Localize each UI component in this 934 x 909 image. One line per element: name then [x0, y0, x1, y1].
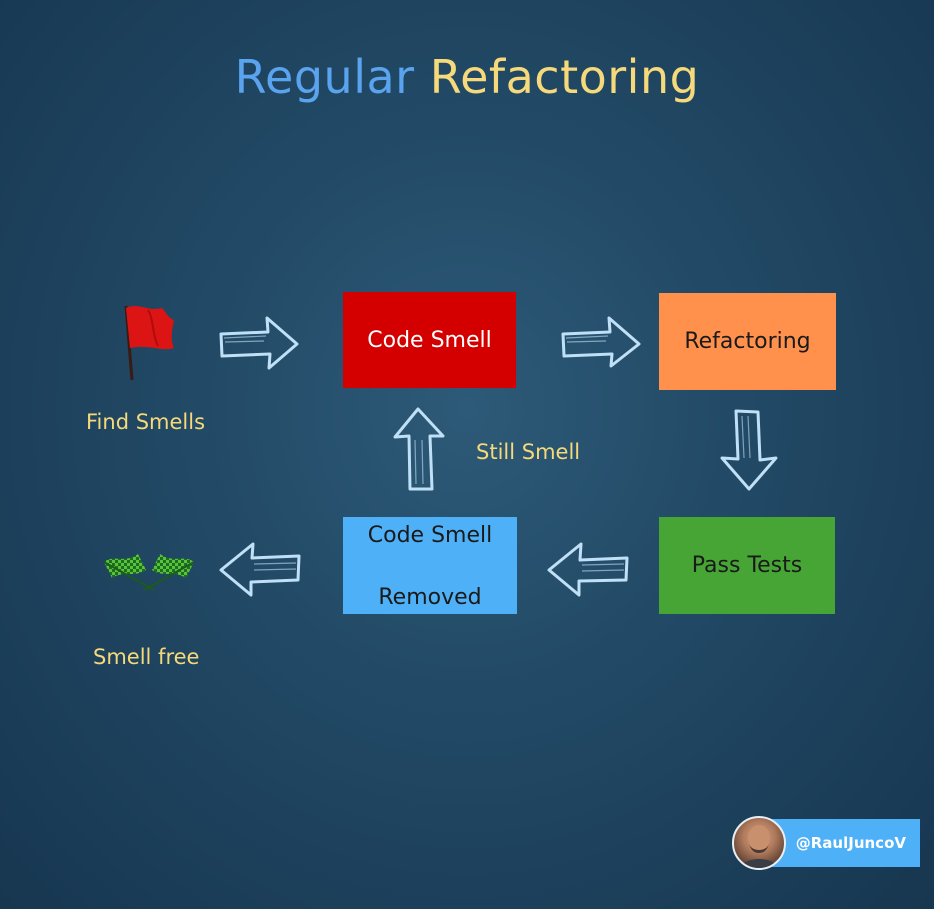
arrow-down-icon — [718, 408, 780, 492]
arrow-right-icon — [218, 314, 300, 372]
arrow-right-icon — [560, 314, 642, 370]
avatar-photo — [734, 818, 784, 868]
removed-line1-text: Code Smell — [368, 523, 492, 548]
smell-free-label: Smell free — [93, 645, 199, 669]
refactoring-box: Refactoring — [659, 293, 836, 390]
removed-line2-text: Removed — [378, 585, 481, 610]
avatar — [732, 816, 786, 870]
checkered-flags-icon — [100, 548, 198, 594]
arrow-up-icon — [392, 406, 446, 492]
handle-text: @RaulJuncoV — [796, 834, 906, 852]
page-title: Regular Refactoring — [0, 50, 934, 104]
arrow-left-icon — [218, 540, 302, 598]
still-smell-label: Still Smell — [476, 440, 580, 464]
find-smells-label: Find Smells — [86, 410, 205, 434]
pass-tests-text: Pass Tests — [692, 553, 802, 578]
refactoring-text: Refactoring — [684, 329, 810, 354]
code-smell-text: Code Smell — [367, 328, 491, 353]
arrow-left-icon — [546, 540, 630, 598]
code-smell-box: Code Smell — [343, 292, 516, 388]
pass-tests-box: Pass Tests — [659, 517, 835, 614]
code-smell-removed-box: Code Smell Removed — [343, 517, 517, 614]
title-word-refactoring: Refactoring — [430, 50, 700, 104]
red-flag-icon — [118, 300, 180, 382]
author-handle: @RaulJuncoV — [732, 816, 920, 870]
title-word-regular: Regular — [235, 50, 415, 104]
